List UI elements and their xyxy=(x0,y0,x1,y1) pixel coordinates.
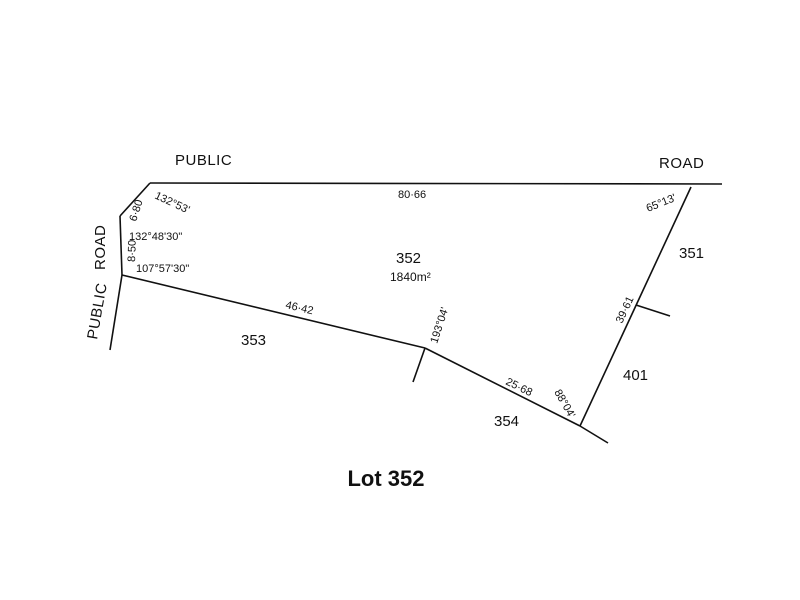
bearing-bottom-left-corner: 107°57'30" xyxy=(136,263,189,275)
lot-number-401: 401 xyxy=(623,367,648,384)
lot-number-351: 351 xyxy=(679,245,704,262)
lot-boundary-left-upper xyxy=(119,182,151,217)
lot-boundary-left-lower xyxy=(119,215,123,276)
boundary-354-extension xyxy=(579,425,609,444)
bearing-top-left-corner: 132°53' xyxy=(153,190,192,217)
bearing-top-right-corner: 65°13' xyxy=(645,192,678,215)
lot-number-main: 352 xyxy=(396,250,421,267)
boundary-353-354 xyxy=(412,347,426,383)
measurement-top: 80·66 xyxy=(398,189,426,201)
road-top-boundary xyxy=(149,182,723,185)
measurement-left-upper: 6·80 xyxy=(127,198,145,223)
lot-area: 1840m² xyxy=(390,270,431,284)
road-label-top-right: ROAD xyxy=(659,155,704,172)
lot-boundary-bottom-left xyxy=(121,274,426,349)
lot-boundary-bottom-right xyxy=(424,347,581,427)
bearing-left-bend: 132°48'30" xyxy=(129,231,182,243)
bearing-bottom-right-corner: 88°04' xyxy=(551,388,577,421)
lot-number-354: 354 xyxy=(494,413,519,430)
lot-number-353: 353 xyxy=(241,332,266,349)
boundary-351-401 xyxy=(635,304,671,317)
road-label-left-lower: PUBLIC xyxy=(84,281,111,340)
lot-boundary-right xyxy=(579,186,692,427)
road-left-boundary xyxy=(109,274,123,351)
plan-title: Lot 352 xyxy=(347,466,424,491)
bearing-bottom-bend: 193°04' xyxy=(428,306,451,345)
road-label-left-upper: ROAD xyxy=(92,225,109,270)
measurement-left-lower: 8·50 xyxy=(126,240,139,262)
road-label-top-left: PUBLIC xyxy=(175,152,232,169)
